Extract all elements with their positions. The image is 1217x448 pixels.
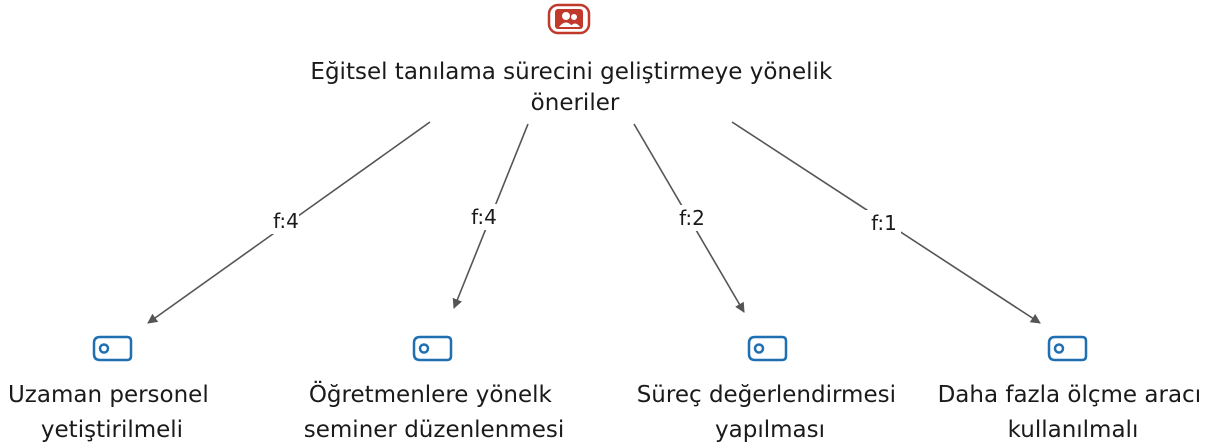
child-node-3[interactable]: Süreç değerlendirmesi yapılması bbox=[637, 335, 904, 443]
edge-labels: f:4 f:4 f:2 f:1 bbox=[263, 204, 901, 236]
tag-icon bbox=[92, 335, 133, 362]
root-title-line-2: öneriler bbox=[531, 90, 620, 116]
child-3-label: Süreç değerlendirmesi yapılması bbox=[637, 382, 904, 443]
child-2-label-line-1: Öğretmenlere yönelk bbox=[309, 380, 553, 408]
child-3-label-line-1: Süreç değerlendirmesi bbox=[637, 382, 896, 408]
edge-label-4: f:1 bbox=[871, 211, 897, 235]
child-2-label-line-2: seminer düzenlenmesi bbox=[304, 417, 564, 443]
edge-label-3: f:2 bbox=[679, 206, 705, 230]
tag-icon bbox=[747, 335, 788, 362]
edge-label-1: f:4 bbox=[273, 209, 299, 233]
edge-label-2: f:4 bbox=[471, 205, 497, 229]
child-1-label: Uzaman personel yetiştirilmeli bbox=[8, 382, 216, 443]
child-1-label-line-2: yetiştirilmeli bbox=[41, 417, 183, 443]
child-2-label: Öğretmenlere yönelk seminer düzenlenmesi bbox=[304, 380, 564, 443]
tag-icon bbox=[1047, 335, 1088, 362]
person-group-icon bbox=[547, 3, 591, 35]
child-node-1[interactable]: Uzaman personel yetiştirilmeli bbox=[8, 335, 216, 443]
root-title: Eğitsel tanılama sürecini geliştirmeye y… bbox=[310, 59, 839, 116]
child-node-2[interactable]: Öğretmenlere yönelk seminer düzenlenmesi bbox=[304, 335, 564, 443]
tag-icon bbox=[412, 335, 453, 362]
child-node-4[interactable]: Daha fazla ölçme aracı kullanılmalı bbox=[938, 335, 1209, 443]
child-1-label-line-1: Uzaman personel bbox=[8, 382, 209, 408]
child-3-label-line-2: yapılması bbox=[715, 417, 825, 443]
child-4-label-line-2: kullanılmalı bbox=[1008, 417, 1139, 443]
root-title-line-1: Eğitsel tanılama sürecini geliştirmeye y… bbox=[310, 59, 833, 85]
child-4-label-line-1: Daha fazla ölçme aracı bbox=[938, 382, 1202, 408]
child-4-label: Daha fazla ölçme aracı kullanılmalı bbox=[938, 382, 1209, 443]
root-node[interactable]: Eğitsel tanılama sürecini geliştirmeye y… bbox=[310, 3, 839, 116]
